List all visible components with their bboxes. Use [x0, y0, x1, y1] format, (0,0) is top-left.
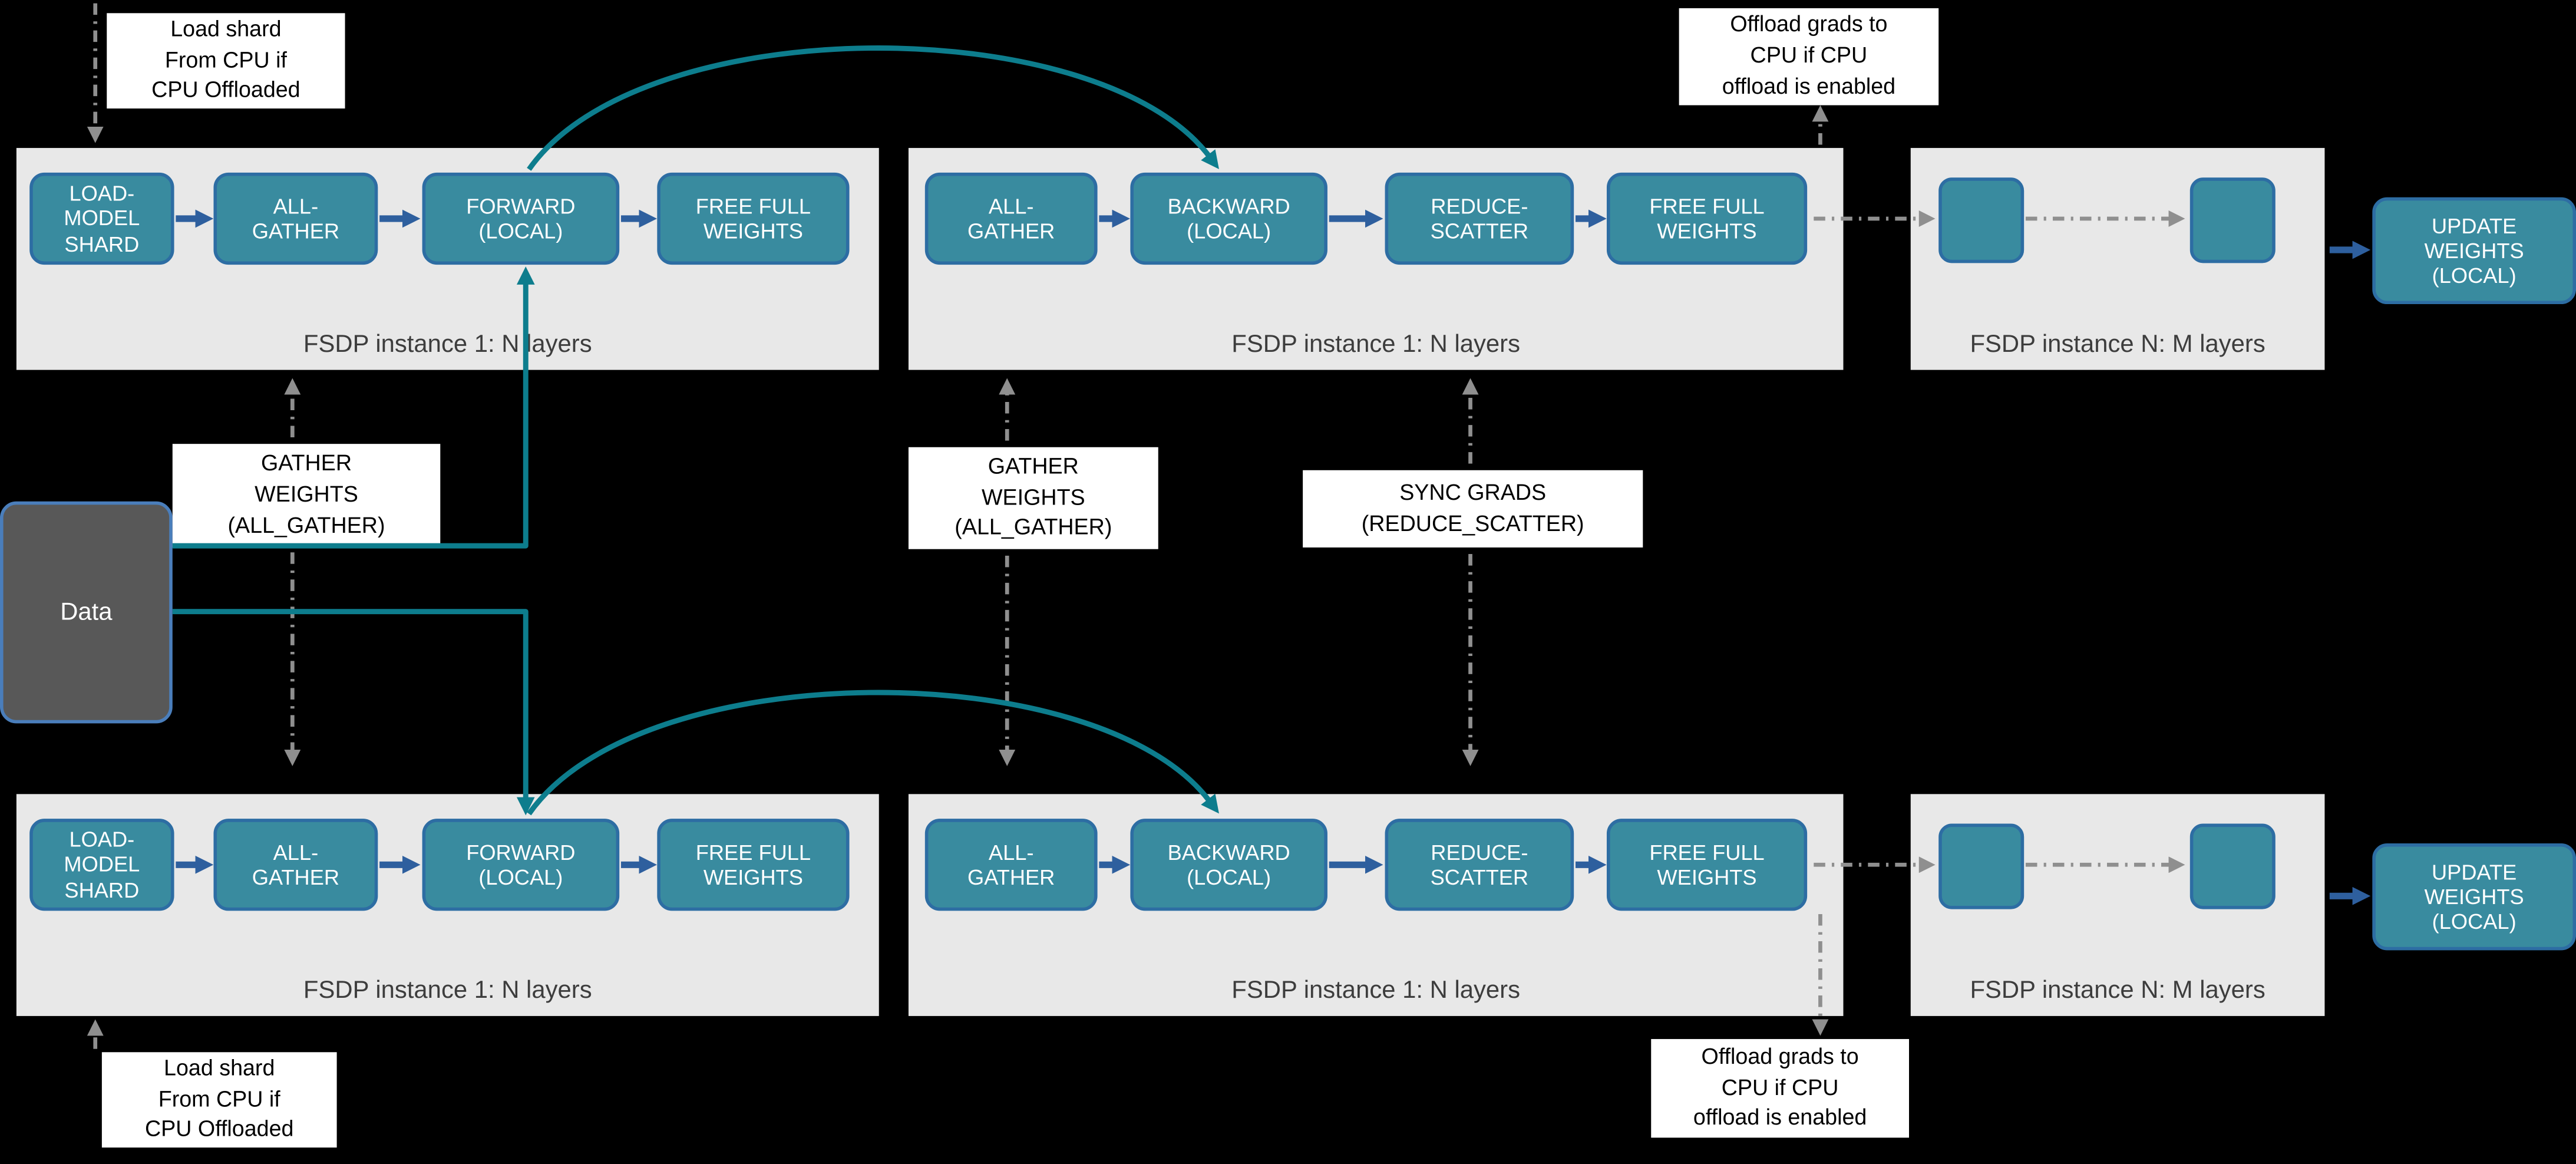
- node-label: UPDATE WEIGHTS (LOCAL): [2424, 859, 2524, 934]
- node-label: ALL- GATHER: [252, 193, 340, 243]
- callout-gather-weights-left: GATHER WEIGHTS (ALL_GATHER): [172, 444, 441, 548]
- callout-text: SYNC GRADS (REDUCE_SCATTER): [1361, 479, 1584, 535]
- node-backward-local: BACKWARD (LOCAL): [1130, 819, 1327, 911]
- data-node: Data: [0, 501, 173, 724]
- node-all-gather: ALL- GATHER: [924, 172, 1098, 265]
- panel-title: FSDP instance 1: N layers: [303, 976, 592, 1005]
- callout-load-shard-top: Load shard From CPU if CPU Offloaded: [107, 13, 345, 109]
- node-label: ALL- GATHER: [967, 839, 1055, 890]
- node-label: BACKWARD (LOCAL): [1167, 839, 1290, 890]
- node-all-gather: ALL- GATHER: [213, 819, 378, 911]
- panel-title: FSDP instance N: M layers: [1970, 330, 2265, 359]
- panel-title: FSDP instance 1: N layers: [1231, 976, 1521, 1005]
- node-label: FORWARD (LOCAL): [466, 193, 576, 243]
- node-label: LOAD- MODEL SHARD: [64, 180, 140, 256]
- node-load-model-shard: LOAD- MODEL SHARD: [29, 819, 174, 911]
- node-free-full-weights: FREE FULL WEIGHTS: [1606, 819, 1808, 911]
- panel-title: FSDP instance 1: N layers: [1231, 330, 1521, 359]
- node-forward-local: FORWARD (LOCAL): [422, 819, 620, 911]
- data-node-label: Data: [60, 598, 113, 626]
- callout-load-shard-bottom: Load shard From CPU if CPU Offloaded: [101, 1052, 337, 1148]
- callout-text: GATHER WEIGHTS (ALL_GATHER): [227, 450, 385, 538]
- layer-block: [1938, 823, 2025, 909]
- arrow-data-to-forward-bottom: [172, 609, 535, 816]
- callout-offload-grads-bottom: Offload grads to CPU if CPU offload is e…: [1651, 1038, 1910, 1138]
- layer-block: [2189, 823, 2276, 909]
- backward-panel-top: ALL- GATHER BACKWARD (LOCAL) REDUCE- SCA…: [908, 148, 1844, 370]
- callout-gather-weights-right: GATHER WEIGHTS (ALL_GATHER): [908, 447, 1158, 549]
- node-load-model-shard: LOAD- MODEL SHARD: [29, 172, 174, 265]
- callout-text: Load shard From CPU if CPU Offloaded: [144, 1054, 294, 1142]
- panel-title: FSDP instance N: M layers: [1970, 976, 2265, 1005]
- node-label: BACKWARD (LOCAL): [1167, 193, 1290, 243]
- node-label: ALL- GATHER: [967, 193, 1055, 243]
- tail-panel-top: FSDP instance N: M layers: [1910, 148, 2325, 370]
- node-label: FREE FULL WEIGHTS: [1649, 193, 1765, 243]
- callout-text: Load shard From CPU if CPU Offloaded: [151, 15, 300, 103]
- callout-text: Offload grads to CPU if CPU offload is e…: [1722, 11, 1896, 99]
- node-free-full-weights: FREE FULL WEIGHTS: [657, 819, 850, 911]
- node-free-full-weights: FREE FULL WEIGHTS: [1606, 172, 1808, 265]
- node-forward-local: FORWARD (LOCAL): [422, 172, 620, 265]
- node-label: REDUCE- SCATTER: [1430, 193, 1529, 243]
- callout-text: Offload grads to CPU if CPU offload is e…: [1693, 1043, 1867, 1130]
- layer-block: [2189, 177, 2276, 263]
- gpu-row-bottom: LOAD- MODEL SHARD ALL- GATHER FORWARD (L…: [0, 794, 2576, 1016]
- node-all-gather: ALL- GATHER: [924, 819, 1098, 911]
- callout-text: GATHER WEIGHTS (ALL_GATHER): [955, 453, 1112, 540]
- gpu-row-top: LOAD- MODEL SHARD ALL- GATHER FORWARD (L…: [0, 148, 2576, 370]
- backward-panel-bottom: ALL- GATHER BACKWARD (LOCAL) REDUCE- SCA…: [908, 794, 1844, 1016]
- callout-offload-grads-top: Offload grads to CPU if CPU offload is e…: [1679, 8, 1939, 105]
- node-label: FREE FULL WEIGHTS: [695, 839, 811, 890]
- node-label: ALL- GATHER: [252, 839, 340, 890]
- node-update-weights: UPDATE WEIGHTS (LOCAL): [2372, 197, 2576, 305]
- forward-panel-top: LOAD- MODEL SHARD ALL- GATHER FORWARD (L…: [16, 148, 879, 370]
- node-label: LOAD- MODEL SHARD: [64, 827, 140, 902]
- node-all-gather: ALL- GATHER: [213, 172, 378, 265]
- panel-title: FSDP instance 1: N layers: [303, 330, 592, 359]
- node-label: REDUCE- SCATTER: [1430, 839, 1529, 890]
- node-update-weights: UPDATE WEIGHTS (LOCAL): [2372, 843, 2576, 951]
- node-label: FREE FULL WEIGHTS: [695, 193, 811, 243]
- forward-panel-bottom: LOAD- MODEL SHARD ALL- GATHER FORWARD (L…: [16, 794, 879, 1016]
- node-label: FREE FULL WEIGHTS: [1649, 839, 1765, 890]
- node-free-full-weights: FREE FULL WEIGHTS: [657, 172, 850, 265]
- tail-panel-bottom: FSDP instance N: M layers: [1910, 794, 2325, 1016]
- layer-block: [1938, 177, 2025, 263]
- node-backward-local: BACKWARD (LOCAL): [1130, 172, 1327, 265]
- node-reduce-scatter: REDUCE- SCATTER: [1385, 172, 1574, 265]
- node-label: UPDATE WEIGHTS (LOCAL): [2424, 213, 2524, 288]
- node-reduce-scatter: REDUCE- SCATTER: [1385, 819, 1574, 911]
- callout-sync-grads: SYNC GRADS (REDUCE_SCATTER): [1303, 470, 1643, 548]
- node-label: FORWARD (LOCAL): [466, 839, 576, 890]
